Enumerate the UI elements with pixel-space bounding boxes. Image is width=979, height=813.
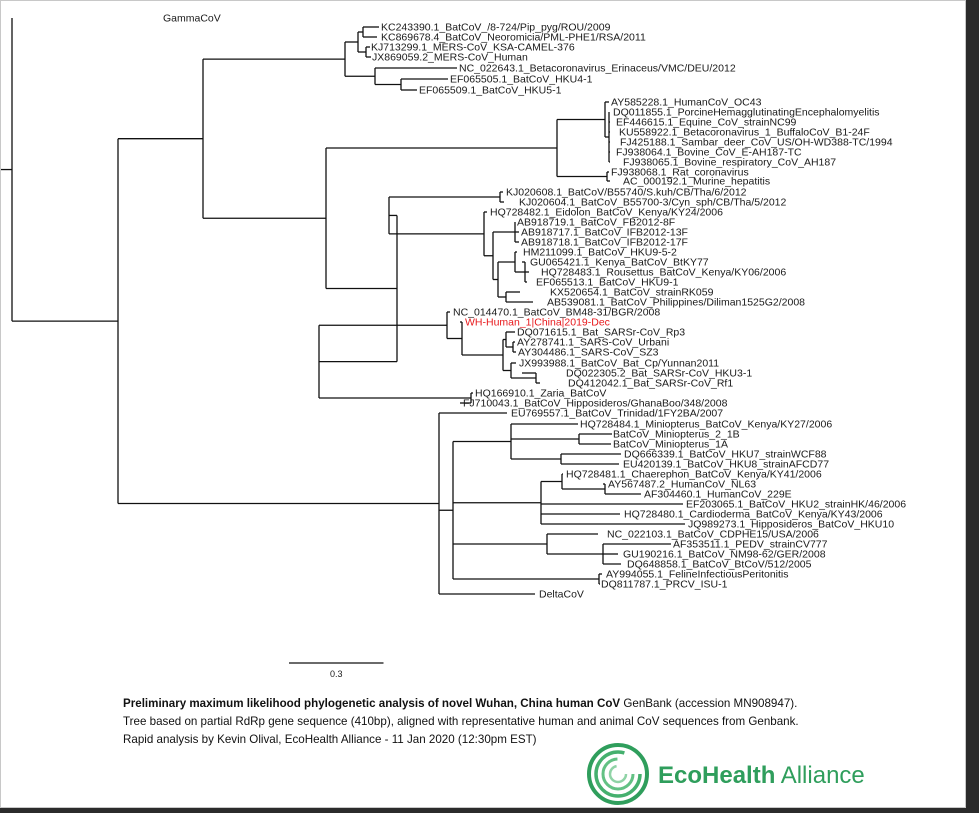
- taxon-label: NC_022643.1_Betacoronavirus_Erinaceus/VM…: [459, 63, 736, 75]
- taxon-label: DQ011855.1_PorcineHemagglutinatingEnceph…: [613, 107, 880, 119]
- taxon-label: BatCoV_Miniopterus_1A: [613, 439, 728, 451]
- taxon-label: KC243390.1_BatCoV_/8-724/Pip_pyg/ROU/200…: [381, 22, 611, 34]
- caption-line-3: Rapid analysis by Kevin Olival, EcoHealt…: [123, 733, 537, 746]
- taxon-label: FJ710043.1_BatCoV_Hipposideros/GhanaBoo/…: [463, 398, 728, 410]
- caption-title: Preliminary maximum likelihood phylogene…: [123, 697, 621, 710]
- taxon-label: AB918718.1_BatCoV_IFB2012-17F: [521, 237, 688, 249]
- taxon-label: EF065505.1_BatCoV_HKU4-1: [450, 74, 593, 86]
- taxon-label: HQ166910.1_Zaria_BatCoV: [475, 388, 606, 400]
- taxon-label: KU558922.1_Betacoronavirus_1_BuffaloCoV_…: [619, 127, 870, 139]
- taxon-label: EF203065.1_BatCoV_HKU2_strainHK/46/2006: [686, 499, 906, 511]
- taxon-label: JX869059.2_MERS-CoV_Human: [372, 52, 528, 64]
- ecohealth-swirl-icon: [587, 743, 649, 805]
- taxon-label: DQ071615.1_Bat_SARSr-CoV_Rp3: [517, 327, 685, 339]
- taxon-label: FJ938068.1_Rat_coronavirus: [611, 167, 749, 179]
- taxon-label: NC_022103.1_BatCoV_CDPHE15/USA/2006: [607, 529, 819, 541]
- phylogenetic-tree: GammaCoV KC243390.1_BatCoV_/8-724/Pip_pyg…: [1, 13, 906, 679]
- taxon-label: NC_014470.1_BatCoV_BM48-31/BGR/2008: [453, 307, 660, 319]
- taxon-label: EU769557.1_BatCoV_Trinidad/1FY2BA/2007: [511, 408, 723, 420]
- taxon-label: AY278741.1_SARS-CoV_Urbani: [517, 337, 669, 349]
- taxon-label: DQ811787.1_PRCV_ISU-1: [601, 579, 728, 591]
- logo-wordmark: EcoHealth Alliance: [658, 762, 865, 790]
- taxon-label: GU065421.1_Kenya_BatCoV_BtKY77: [530, 257, 709, 269]
- taxon-label: AY994055.1_FelineInfectiousPeritonitis: [606, 569, 789, 581]
- taxon-label: AB918717.1_BatCoV_IFB2012-13F: [521, 227, 688, 239]
- taxon-label: HQ728480.1_Cardioderma_BatCoV_Kenya/KY43…: [624, 509, 883, 521]
- taxon-label: KX520654.1_BatCoV_strainRK059: [550, 287, 714, 299]
- taxon-label: KJ020608.1_BatCoV/B55740/S.kuh/CB/Tha/6/…: [506, 187, 747, 199]
- taxon-label: DQ666339.1_BatCoV_HKU7_strainWCF88: [624, 449, 827, 461]
- taxon-label: KC869678.4_BatCoV_Neoromicia/PML-PHE1/RS…: [381, 32, 646, 44]
- scale-bar-label: 0.3: [330, 669, 343, 679]
- taxon-label: AY304486.1_SARS-CoV_SZ3: [518, 347, 659, 359]
- taxon-label: DQ412042.1_Bat_SARSr-CoV_Rf1: [568, 378, 733, 390]
- taxon-label: AF353511.1_PEDV_strainCV777: [673, 539, 828, 551]
- taxon-label: JQ989273.1_Hipposideros_BatCoV_HKU10: [688, 519, 894, 531]
- taxon-label: DeltaCoV: [539, 589, 584, 601]
- taxon-label: FJ938065.1_Bovine_respiratory_CoV_AH187: [623, 157, 836, 169]
- taxon-label: HQ728481.1_Chaerephon_BatCoV_Kenya/KY41/…: [566, 469, 822, 481]
- logo-wordmark-part1: EcoHealth: [658, 762, 776, 789]
- taxon-label: AB539081.1_BatCoV_Philippines/Diliman152…: [547, 297, 805, 309]
- taxon-label: HM211099.1_BatCoV_HKU9-5-2: [523, 247, 677, 259]
- ecohealth-logo: EcoHealth Alliance: [586, 742, 865, 811]
- caption-line-2: Tree based on partial RdRp gene sequence…: [123, 715, 799, 728]
- taxon-label: EF065513.1_BatCoV_HKU9-1: [536, 277, 679, 289]
- taxon-label: HQ728484.1_Miniopterus_BatCoV_Kenya/KY27…: [580, 419, 832, 431]
- taxon-label: HQ728483.1_Rousettus_BatCoV_Kenya/KY06/2…: [541, 267, 786, 279]
- taxon-label: KJ020604.1_BatCoV_B55700-3/Cyn_sph/CB/Th…: [519, 197, 787, 209]
- taxon-label: DQ648858.1_BatCoV_BtCoV/512/2005: [627, 559, 812, 571]
- taxon-label: HQ728482.1_Eidolon_BatCoV_Kenya/KY24/200…: [490, 207, 723, 219]
- taxon-label: KJ713299.1_MERS-CoV_KSA-CAMEL-376: [371, 42, 575, 54]
- taxon-label: BatCoV_Miniopterus_2_1B: [613, 429, 740, 441]
- caption-line-1: Preliminary maximum likelihood phylogene…: [123, 695, 963, 713]
- taxon-label: JX993988.1_BatCoV_Bat_Cp/Yunnan2011: [519, 358, 719, 370]
- taxon-label: WH-Human_1|China|2019-Dec: [465, 317, 610, 329]
- taxon-label: AY585228.1_HumanCoV_OC43: [611, 97, 762, 109]
- taxon-label: EF446615.1_Equine_CoV_strainNC99: [616, 117, 797, 129]
- taxon-label: AF304460.1_HumanCoV_229E: [644, 489, 792, 501]
- figure-caption: Preliminary maximum likelihood phylogene…: [123, 695, 963, 749]
- taxon-label: AC_000192.1_Murine_hepatitis: [623, 176, 770, 188]
- taxon-label: FJ938064.1_Bovine_CoV_E-AH187-TC: [616, 147, 802, 159]
- logo-wordmark-part2: Alliance: [775, 762, 865, 789]
- taxon-label: EF065509.1_BatCoV_HKU5-1: [419, 85, 562, 97]
- taxon-label: AY567487.2_HumanCoV_NL63: [608, 479, 756, 491]
- caption-accession: GenBank (accession MN908947).: [620, 697, 798, 710]
- taxon-label: AB918719.1_BatCoV_FB2012-8F: [517, 217, 675, 229]
- taxon-label: EU420139.1_BatCoV_HKU8_strainAFCD77: [623, 459, 829, 471]
- taxon-label: GU190216.1_BatCoV_NM98-62/GER/2008: [623, 549, 826, 561]
- taxon-label: GammaCoV: [163, 13, 221, 25]
- taxon-label: FJ425188.1_Sambar_deer_CoV_US/OH-WD388-T…: [620, 137, 893, 149]
- taxon-label: DQ022305.2_Bat_SARSr-CoV_HKU3-1: [566, 368, 752, 380]
